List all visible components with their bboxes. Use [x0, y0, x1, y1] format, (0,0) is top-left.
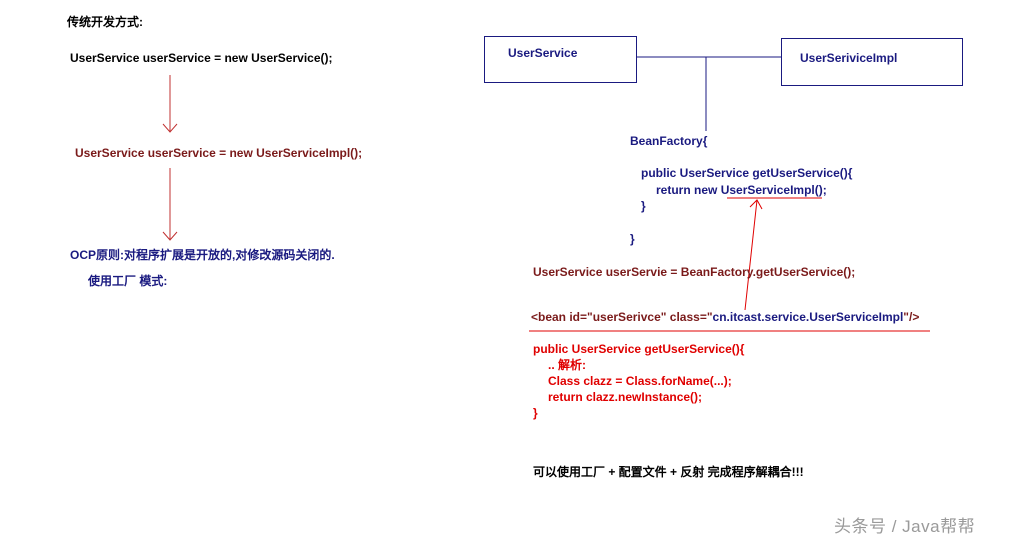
beanfactory-close: } — [630, 232, 635, 246]
reflect-parse: .. 解析: — [548, 358, 586, 372]
reflect-close: } — [533, 406, 538, 420]
code-new-userservice: UserService userService = new UserServic… — [70, 51, 333, 65]
userserviceimpl-box: UserSeriviceImpl — [781, 38, 963, 86]
arrow-up-bean — [744, 199, 763, 311]
watermark: 头条号 / Java帮帮 — [834, 517, 976, 536]
beanfactory-return: return new UserServiceImpl(); — [656, 182, 827, 198]
arrow-down-1 — [162, 75, 178, 133]
usage-line: UserService userServie = BeanFactory.get… — [533, 265, 856, 279]
bean-xml-pre: <bean id="userSerivce" class=" — [531, 310, 713, 324]
bean-xml-class: cn.itcast.service.UserServiceImpl — [712, 310, 904, 324]
userservice-box: UserService — [484, 36, 637, 83]
arrow-down-2 — [162, 168, 178, 241]
ocp-principle: OCP原则:对程序扩展是开放的,对修改源码关闭的. — [70, 248, 335, 262]
reflect-method: public UserService getUserService(){ — [533, 342, 745, 356]
userserviceimpl-box-label: UserSeriviceImpl — [800, 51, 898, 65]
summary-line: 可以使用工厂 + 配置文件 + 反射 完成程序解耦合!!! — [533, 465, 804, 479]
factory-mode-label: 使用工厂 模式: — [88, 274, 168, 288]
beanfactory-inner-close: } — [641, 199, 646, 213]
return-end: (); — [814, 183, 827, 197]
beanfactory-open: BeanFactory{ — [630, 134, 708, 148]
box-connector — [637, 56, 781, 131]
userservice-box-label: UserService — [508, 46, 578, 60]
return-keyword: return new — [656, 183, 721, 197]
beanfactory-method: public UserService getUserService(){ — [641, 166, 853, 180]
return-impl: UserServiceImpl — [720, 183, 815, 197]
code-new-userserviceimpl: UserService userService = new UserServic… — [75, 146, 363, 160]
bean-xml-post: "/> — [903, 310, 920, 324]
reflect-newinstance: return clazz.newInstance(); — [548, 390, 703, 404]
left-title: 传统开发方式: — [67, 15, 143, 29]
reflect-forname: Class clazz = Class.forName(...); — [548, 374, 732, 388]
bean-xml: <bean id="userSerivce" class="cn.itcast.… — [531, 309, 919, 325]
